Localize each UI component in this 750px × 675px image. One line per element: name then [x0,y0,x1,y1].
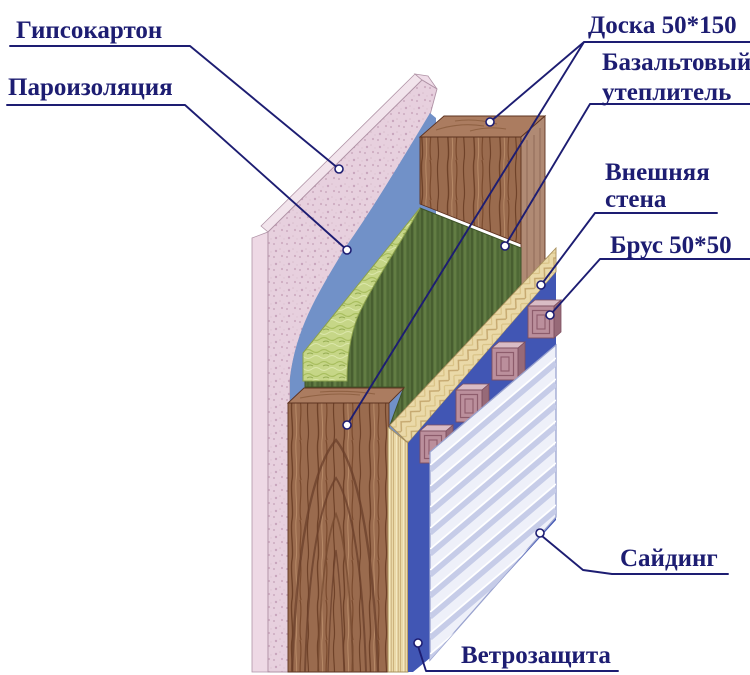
batten [490,341,527,381]
siding-layer [429,343,557,662]
label-outer-wall-line2: стена [605,186,667,213]
drywall-layer [251,73,438,673]
illustration [251,73,563,673]
anchor-dot-board-bottom [342,420,352,430]
callout-board: Доска 50*150 [342,12,750,430]
callouts: Гипсокартон Пароизоляция Доска 50*150 Ба… [6,12,750,672]
anchor-dot-insulation [500,241,510,251]
stud-bottom [286,387,406,673]
label-vapor-barrier: Пароизоляция [8,74,173,101]
label-batten: Брус 50*50 [610,232,732,259]
callout-batten: Брус 50*50 [545,232,750,320]
callout-siding: Сайдинг [535,528,729,575]
stud-top [418,115,547,288]
label-insulation-line1: Базальтовый [602,49,750,76]
anchor-dot-siding [535,528,545,538]
callout-windbreak: Ветрозащита [413,638,619,672]
insulation-top-surface [302,207,421,382]
plank-wall-edge-strip [387,426,409,673]
callout-outer-wall: Внешняя стена [536,159,718,290]
label-board: Доска 50*150 [588,12,737,39]
batten [526,299,563,339]
label-windbreak: Ветрозащита [461,642,611,669]
anchor-dot-outer-wall [536,280,546,290]
callout-gypsum: Гипсокартон [9,17,344,174]
label-insulation-line2: утеплитель [602,79,731,106]
anchor-dot-windbreak [413,638,423,648]
anchor-dot-gypsum [334,164,344,174]
label-gypsum: Гипсокартон [16,17,162,44]
label-outer-wall-line1: Внешняя [605,159,710,186]
anchor-dot-batten [545,310,555,320]
callout-vapor-barrier: Пароизоляция [6,74,352,255]
anchor-dot-board-top [485,117,495,127]
callout-insulation: Базальтовый утеплитель [500,49,750,251]
label-siding: Сайдинг [620,545,718,572]
anchor-dot-vapor [342,245,352,255]
